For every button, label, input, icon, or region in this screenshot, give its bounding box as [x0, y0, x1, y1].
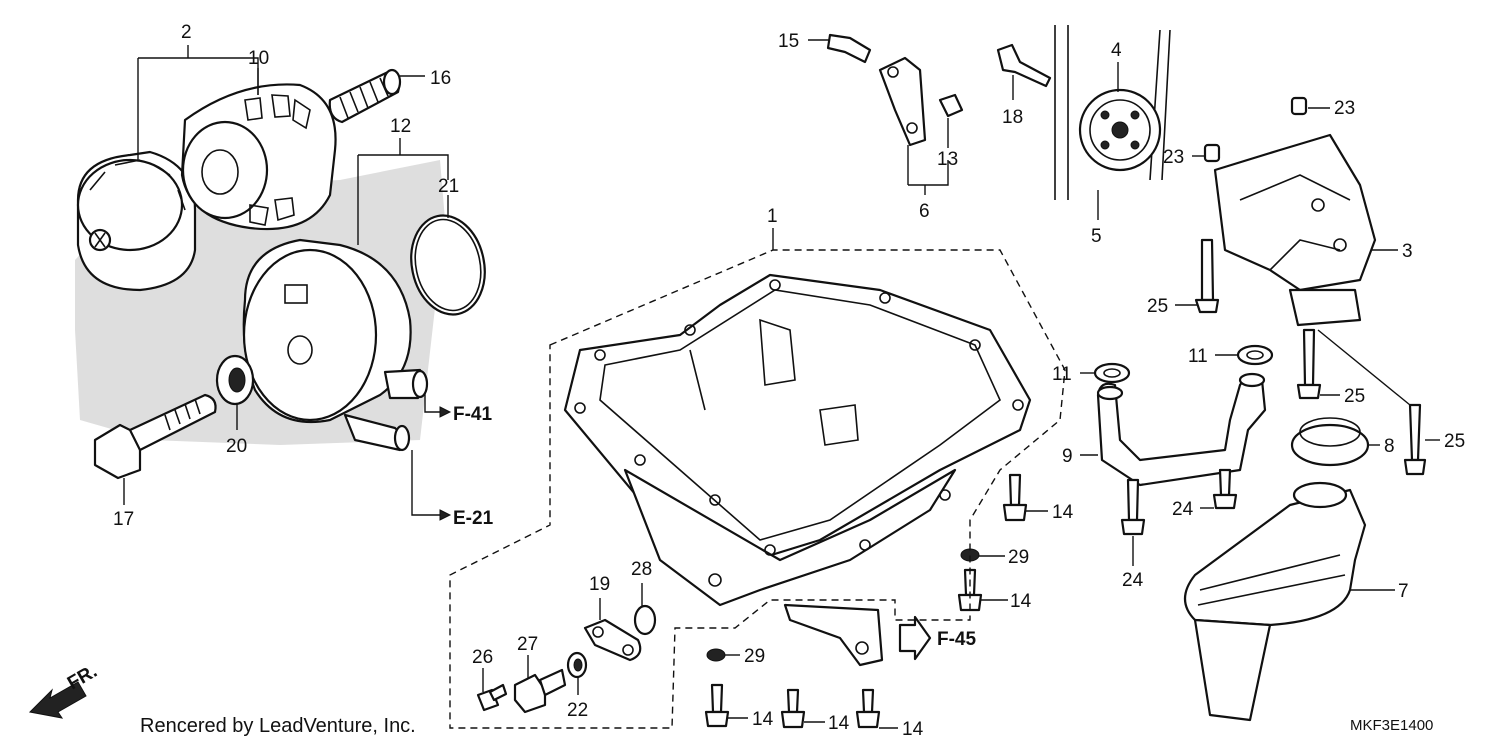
callout-14a: 14: [1052, 502, 1074, 523]
oil-cooler-part-12[interactable]: [242, 238, 429, 452]
callout-24a: 24: [1122, 570, 1144, 591]
adapter-part-16[interactable]: [328, 68, 402, 124]
leader-lines: [123, 39, 1440, 729]
bracket-part-6[interactable]: [878, 56, 927, 147]
bolt-part-14a[interactable]: [1002, 473, 1028, 522]
callout-1: 1: [767, 206, 778, 227]
dowel-pin-part-23b[interactable]: [1203, 143, 1221, 163]
callout-20: 20: [226, 436, 247, 457]
callout-5: 5: [1091, 226, 1102, 247]
callout-11a: 11: [1052, 364, 1072, 385]
callout-24b: 24: [1172, 499, 1194, 520]
oil-filter-element-part-10[interactable]: [180, 83, 337, 231]
callout-14e: 14: [902, 719, 924, 740]
callout-18: 18: [1002, 107, 1023, 128]
callout-12: 12: [390, 116, 411, 137]
bolt-part-24a[interactable]: [1120, 478, 1146, 536]
callout-9: 9: [1062, 446, 1073, 467]
bolt-part-14d[interactable]: [780, 688, 806, 729]
bolt-part-14c[interactable]: [704, 683, 730, 728]
callout-19: 19: [589, 574, 610, 595]
reference-f41: F-41: [453, 404, 493, 425]
callout-14d: 14: [828, 713, 850, 734]
washer-part-29b[interactable]: [706, 648, 726, 662]
seal-part-8[interactable]: [1290, 417, 1370, 467]
callout-25c: 25: [1444, 431, 1465, 452]
callout-14b: 14: [1010, 591, 1032, 612]
bolt-part-25b[interactable]: [1296, 328, 1322, 400]
bolt-part-25a[interactable]: [1194, 238, 1220, 314]
o-ring-part-11a[interactable]: [1093, 362, 1131, 384]
callout-15: 15: [778, 31, 799, 52]
callout-26: 26: [472, 647, 493, 668]
callout-16: 16: [430, 68, 451, 89]
oil-strainer-part-7[interactable]: [1183, 481, 1367, 722]
callout-29a: 29: [1008, 547, 1029, 568]
callout-2: 2: [181, 22, 192, 43]
plug-part-27[interactable]: [513, 668, 567, 714]
callout-6: 6: [919, 201, 930, 222]
washer-part-22[interactable]: [566, 651, 588, 679]
callout-8: 8: [1384, 436, 1395, 457]
callout-21: 21: [438, 176, 459, 197]
reference-f45: F-45: [937, 629, 977, 650]
callout-4: 4: [1111, 40, 1122, 61]
bolt-part-24b[interactable]: [1212, 468, 1238, 510]
callout-25b: 25: [1344, 386, 1365, 407]
callout-23b: 23: [1163, 147, 1184, 168]
bolt-part-26[interactable]: [476, 683, 508, 712]
bolt-part-17[interactable]: [93, 393, 217, 480]
callout-28: 28: [631, 559, 652, 580]
callout-7: 7: [1398, 581, 1409, 602]
credit-text: Rencered by LeadVenture, Inc.: [140, 715, 416, 737]
callout-17: 17: [113, 509, 134, 530]
callout-25a: 25: [1147, 296, 1168, 317]
bolt-part-15[interactable]: [826, 33, 872, 64]
bolt-part-14e[interactable]: [855, 688, 881, 729]
callout-22: 22: [567, 700, 588, 721]
callout-27: 27: [517, 634, 538, 655]
washer-part-20[interactable]: [215, 354, 255, 406]
bolt-part-25c[interactable]: [1403, 403, 1427, 476]
callout-29b: 29: [744, 646, 765, 667]
front-arrow-icon: [28, 681, 87, 719]
callout-13: 13: [937, 149, 958, 170]
reference-e21: E-21: [453, 508, 494, 529]
callout-3: 3: [1402, 241, 1413, 262]
sprocket-part-4[interactable]: [1078, 88, 1162, 172]
bracket-part-f45[interactable]: [783, 603, 884, 667]
oil-pipe-part-9[interactable]: [1096, 372, 1267, 487]
callout-14c: 14: [752, 709, 774, 730]
gasket-part-19[interactable]: [583, 618, 642, 662]
oil-pump-part-3[interactable]: [1213, 133, 1377, 327]
o-ring-part-11b[interactable]: [1236, 344, 1274, 366]
bolt-part-13[interactable]: [938, 93, 964, 118]
o-ring-part-21[interactable]: [402, 209, 493, 322]
dowel-pin-part-23a[interactable]: [1290, 96, 1308, 116]
diagram-code: MKF3E1400: [1350, 717, 1433, 734]
bolt-part-18[interactable]: [996, 43, 1052, 88]
o-ring-part-28[interactable]: [633, 604, 657, 636]
oil-filter-part-2[interactable]: [76, 150, 197, 292]
callout-11b: 11: [1188, 346, 1208, 367]
oil-pan-part-1[interactable]: [563, 273, 1032, 607]
callout-23a: 23: [1334, 98, 1355, 119]
callout-10: 10: [248, 48, 269, 69]
